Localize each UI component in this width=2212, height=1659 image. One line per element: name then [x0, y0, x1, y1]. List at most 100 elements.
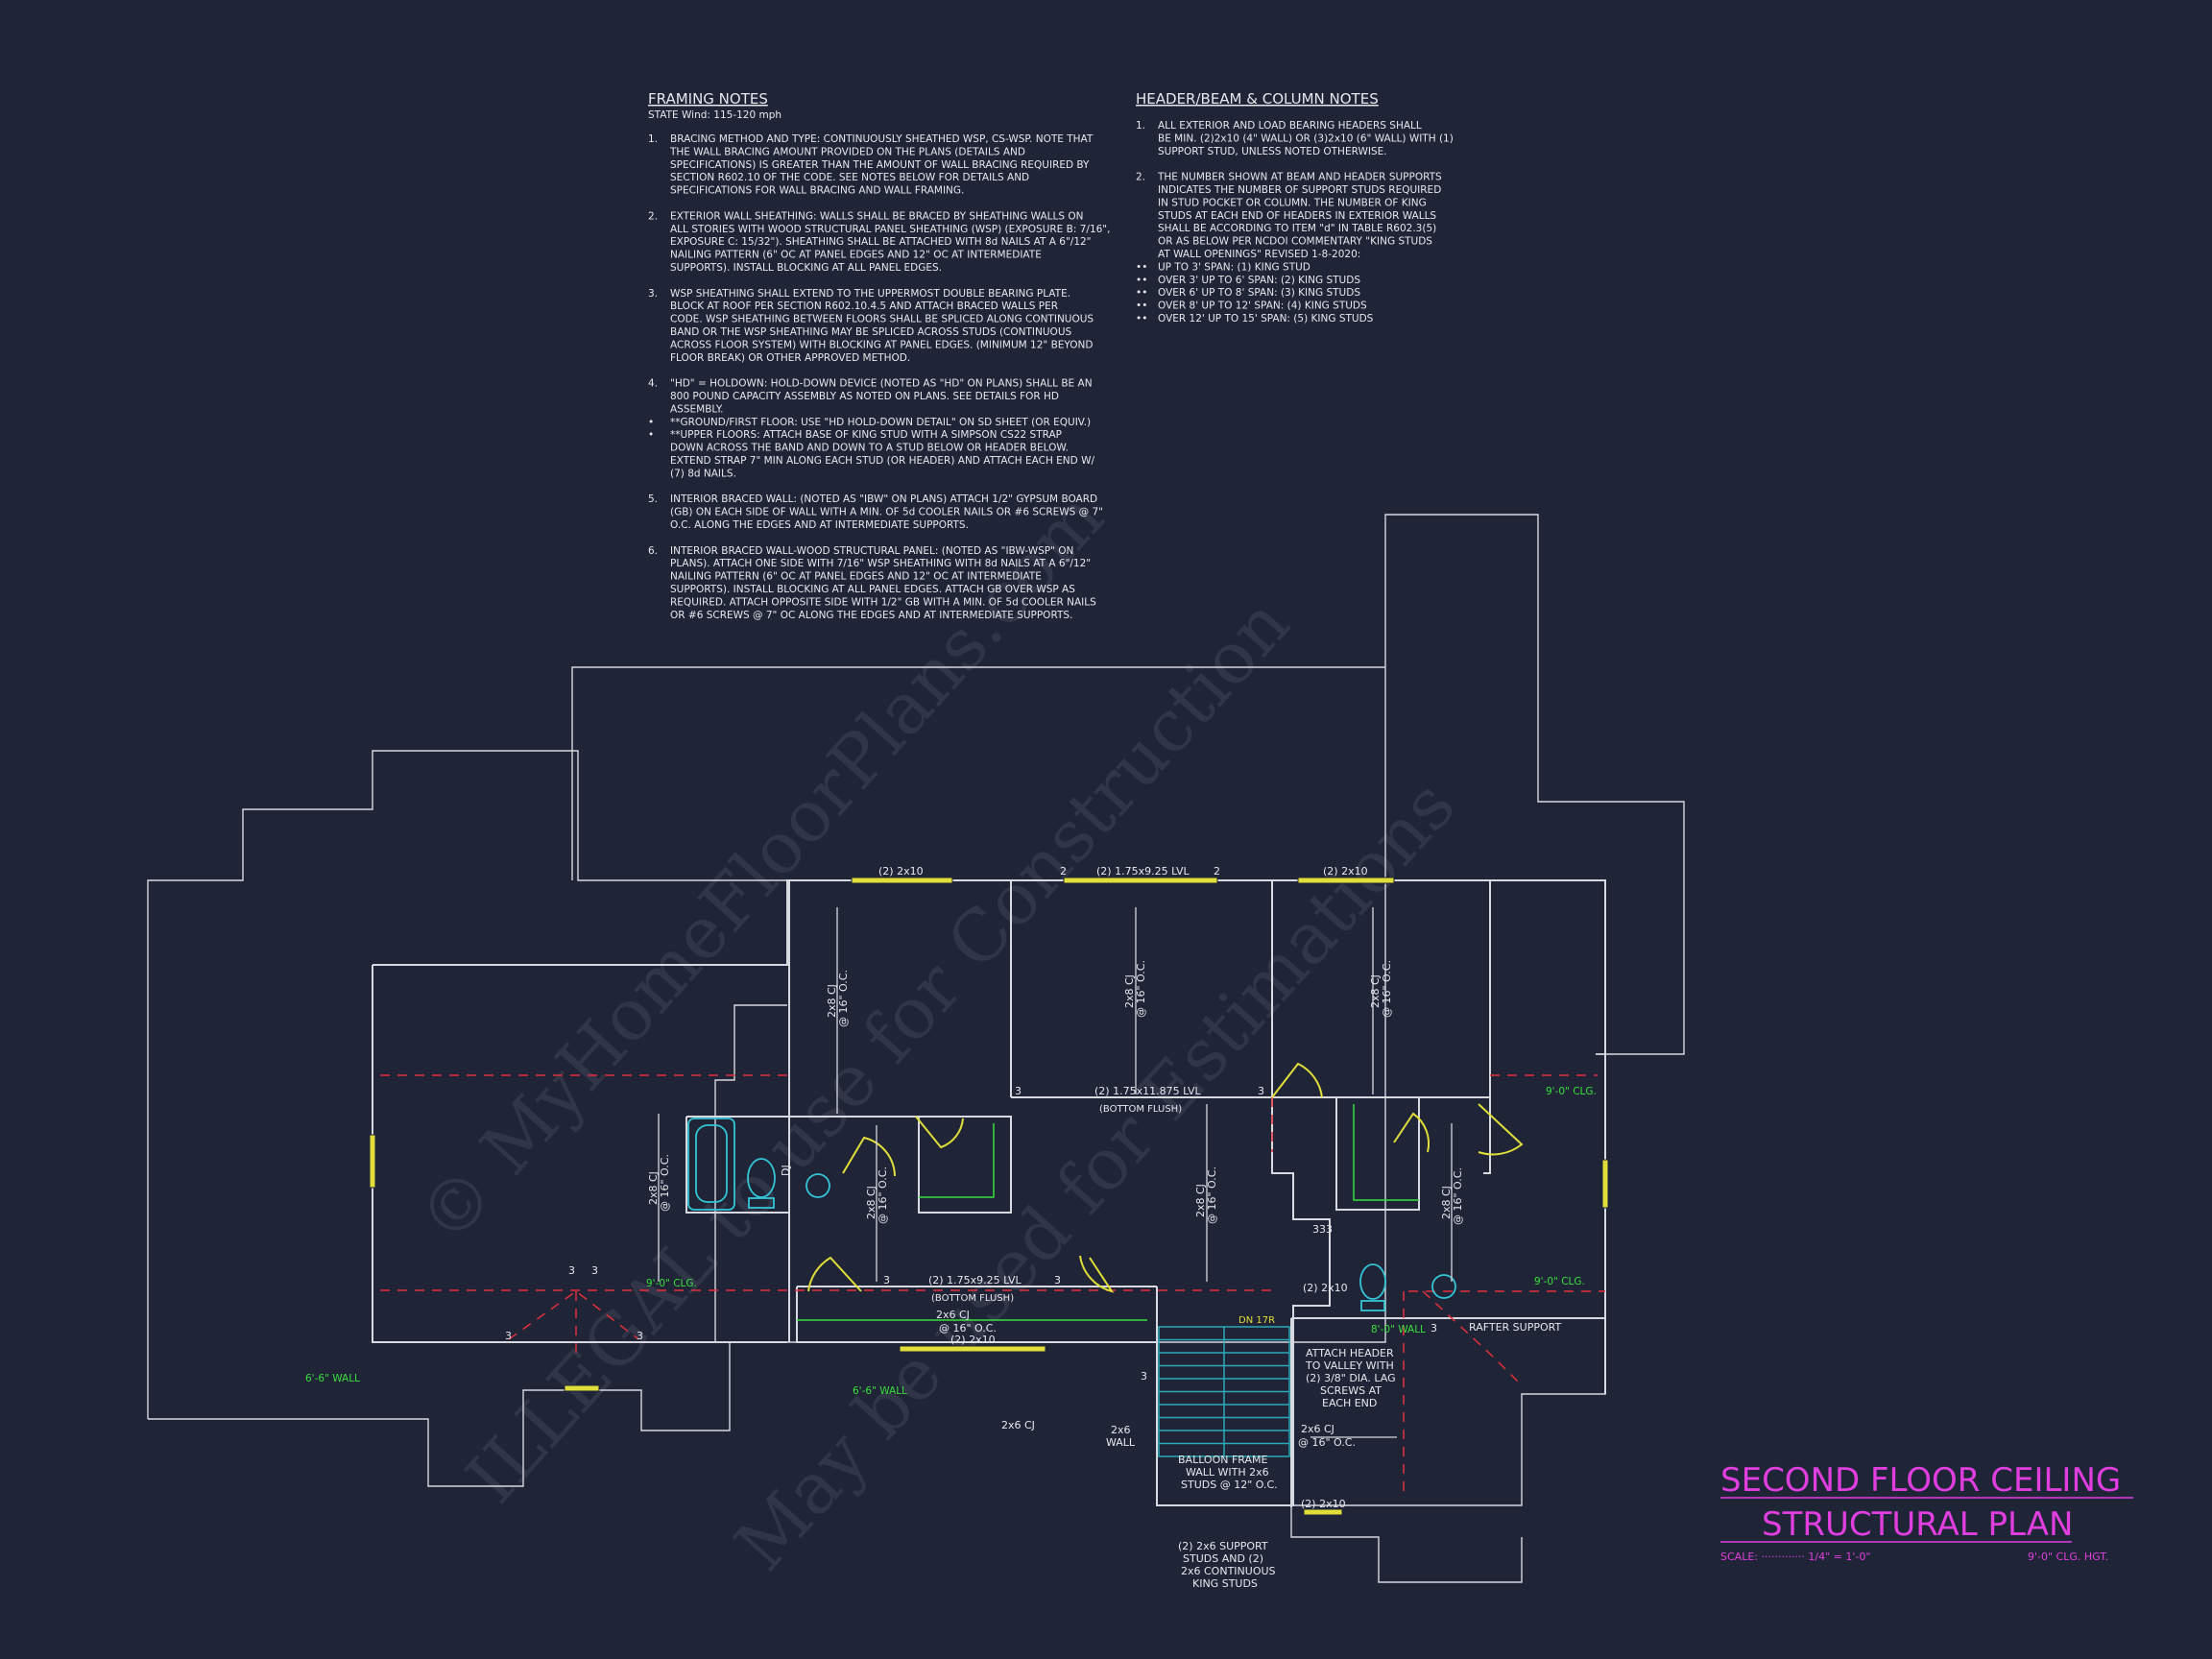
label-cj-left2: @ 16" O.C. — [659, 1154, 671, 1212]
header-left-wall — [369, 1134, 376, 1189]
header-notes-lines: 1.ALL EXTERIOR AND LOAD BEARING HEADERS … — [1136, 120, 1454, 325]
label-cj-small2: @ 16" O.C. — [877, 1166, 889, 1224]
note-line: EXTEND STRAP 7" MIN ALONG EACH STUD (OR … — [670, 455, 1094, 467]
note-line: OVER 3' UP TO 6' SPAN: (2) KING STUDS — [1158, 275, 1360, 286]
note-line: ASSEMBLY. — [670, 403, 724, 415]
label-support-3: 2x6 CONTINUOUS — [1181, 1565, 1276, 1577]
label-cj-1b: @ 16" O.C. — [837, 970, 850, 1027]
door-swing-6 — [1478, 1103, 1524, 1156]
label-rafter-support: RAFTER SUPPORT — [1469, 1321, 1561, 1334]
label-cj-2x6-low2: @ 16" O.C. — [939, 1322, 997, 1334]
title-line-1: SECOND FLOOR CEILING — [1720, 1461, 2121, 1500]
wall-closet — [1271, 1097, 1331, 1506]
label-cj-2: 2x8 CJ — [1123, 974, 1136, 1008]
label-support-1: (2) 2x6 SUPPORT — [1178, 1540, 1268, 1552]
note-line: SUPPORTS). INSTALL BLOCKING AT ALL PANEL… — [670, 584, 1075, 595]
header-left-bottom — [564, 1384, 600, 1392]
note-line: OR AS BELOW PER NCDOI COMMENTARY "KING S… — [1158, 236, 1432, 248]
ceiling-notes: 9'-0" CLG. 9'-0" CLG. 9'-0" CLG. 6'-6" W… — [305, 1086, 1597, 1397]
note-line: DOWN ACROSS THE BAND AND DOWN TO A STUD … — [670, 443, 1069, 454]
note-line: O.C. ALONG THE EDGES AND AT INTERMEDIATE… — [670, 519, 969, 531]
wall-lines — [372, 879, 1606, 1507]
note-line: BE MIN. (2)2x10 (4" WALL) OR (3)2x10 (6"… — [1158, 132, 1454, 144]
note-number: • — [648, 429, 654, 441]
joist-arrows — [658, 907, 1453, 1438]
label-cj-2x6-low: 2x6 CJ — [936, 1309, 970, 1321]
toilet-right-tank-icon — [1360, 1300, 1385, 1311]
note-line: SUPPORTS). INSTALL BLOCKING AT ALL PANEL… — [670, 262, 942, 274]
label-cj-mid: 2x8 CJ — [1194, 1184, 1207, 1217]
header-2x10-left — [851, 877, 953, 884]
label-wall-66-left: 6'-6" WALL — [305, 1373, 360, 1384]
plan-labels: (2) 2x10 (2) 1.75x9.25 LVL 2 2 (2) 2x10 … — [505, 865, 1561, 1590]
note-number: •• — [1136, 301, 1147, 312]
label-wall-80: 8'-0" WALL — [1371, 1324, 1426, 1335]
note-number: 2. — [648, 210, 658, 222]
label-cj-right: 2x8 CJ — [1440, 1186, 1453, 1219]
door-swing-7 — [915, 1116, 964, 1149]
label-cj-2x6-right-a: 2x6 CJ — [1301, 1423, 1334, 1435]
door-swing-5 — [1393, 1112, 1431, 1153]
label-cj-small: 2x8 CJ — [865, 1186, 878, 1219]
label-beam-mid-sub: (BOTTOM FLUSH) — [1099, 1104, 1182, 1115]
note-line: SUPPORT STUD, UNLESS NOTED OTHERWISE. — [1158, 146, 1387, 157]
header-lvl-top — [1063, 877, 1218, 884]
note-line: AT WALL OPENINGS" REVISED 1-8-2020: — [1158, 249, 1360, 260]
label-balloon-2: WALL WITH 2x6 — [1186, 1466, 1269, 1479]
green-line-1 — [919, 1123, 995, 1198]
label-cj-mid2: @ 16" O.C. — [1206, 1166, 1218, 1224]
toilet-tank-icon — [748, 1197, 775, 1209]
toilet-right-icon — [1359, 1263, 1386, 1300]
note-line: INTERIOR BRACED WALL-WOOD STRUCTURAL PAN… — [670, 545, 1073, 557]
wall-top — [373, 879, 1606, 966]
note-line: EXTERIOR WALL SHEATHING: WALLS SHALL BE … — [670, 210, 1083, 222]
label-attach-4: SCREWS AT — [1320, 1384, 1382, 1397]
note-number: 5. — [648, 493, 658, 505]
note-line: ALL STORIES WITH WOOD STRUCTURAL PANEL S… — [670, 224, 1110, 235]
label-clg-right-top: 9'-0" CLG. — [1546, 1086, 1597, 1097]
framing-notes: FRAMING NOTES STATE Wind: 115-120 mph 1.… — [648, 90, 1110, 621]
label-n2-right: 2 — [1214, 865, 1220, 878]
note-line: "HD" = HOLDOWN: HOLD-DOWN DEVICE (NOTED … — [670, 378, 1093, 390]
roof-outline-bottom-left — [148, 1342, 731, 1487]
plumbing-fixtures — [687, 1118, 1456, 1311]
note-line: (7) 8d NAILS. — [670, 468, 736, 479]
note-line: BAND OR THE WSP SHEATHING MAY BE SPLICED… — [670, 326, 1071, 338]
note-number: 2. — [1136, 172, 1145, 183]
label-n3-a: 3 — [568, 1264, 575, 1277]
label-hdr-2x10-br: (2) 2x10 — [1301, 1498, 1346, 1510]
stair-treads — [1159, 1338, 1289, 1445]
ridge-valley-lines — [380, 1074, 1605, 1498]
bathtub-icon — [687, 1118, 735, 1211]
note-line: PLANS). ATTACH ONE SIDE WITH 7/16" WSP S… — [670, 558, 1091, 569]
note-line: SPECIFICATIONS) IS GREATER THAN THE AMOU… — [670, 159, 1090, 171]
note-line: (GB) ON EACH SIDE OF WALL WITH A MIN. OF… — [670, 507, 1103, 518]
note-line: FLOOR BREAK) OR OTHER APPROVED METHOD. — [670, 352, 910, 364]
height-label: 9'-0" CLG. HGT. — [2028, 1551, 2108, 1563]
label-balloon-1: BALLOON FRAME — [1178, 1454, 1268, 1466]
roof-outline-left — [147, 750, 787, 1419]
note-number: 6. — [648, 545, 658, 557]
label-attach-3: (2) 3/8" DIA. LAG — [1306, 1372, 1396, 1384]
door-swing-4 — [1271, 1062, 1323, 1098]
label-n3-e: 3 — [1141, 1370, 1147, 1382]
roof-outline-top — [571, 666, 1385, 880]
note-line: 800 POUND CAPACITY ASSEMBLY AS NOTED ON … — [670, 391, 1059, 402]
staircase — [1158, 1326, 1290, 1457]
header-2x10-right — [1297, 877, 1395, 884]
label-attach-1: ATTACH HEADER — [1306, 1347, 1394, 1359]
label-clg-right-mid: 9'-0" CLG. — [1534, 1276, 1585, 1287]
framing-notes-title: FRAMING NOTES — [648, 90, 768, 108]
note-line: INTERIOR BRACED WALL: (NOTED AS "IBW" ON… — [670, 493, 1097, 505]
sink-right-icon — [1431, 1274, 1456, 1299]
note-line: WSP SHEATHING SHALL EXTEND TO THE UPPERM… — [670, 288, 1070, 300]
roof-outline-upper — [714, 514, 1685, 1343]
note-line: **GROUND/FIRST FLOOR: USE "HD HOLD-DOWN … — [670, 417, 1091, 428]
framing-notes-subtitle: STATE Wind: 115-120 mph — [648, 109, 781, 121]
label-balloon-3: STUDS @ 12" O.C. — [1181, 1479, 1278, 1491]
label-wall-2x6-1: 2x6 — [1111, 1424, 1131, 1436]
label-n3-low-left: 3 — [883, 1274, 890, 1286]
label-dj: DJ — [780, 1165, 792, 1176]
